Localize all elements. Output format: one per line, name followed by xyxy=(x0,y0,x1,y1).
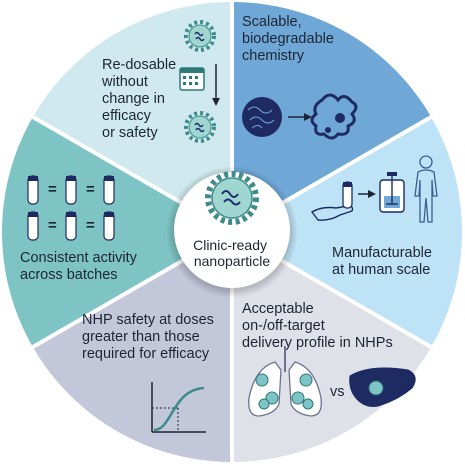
segment-redosable xyxy=(32,1,232,232)
tube-icon xyxy=(342,181,353,209)
equals-sign: = xyxy=(86,217,95,234)
bioreactor-icon xyxy=(379,172,405,213)
segment-manufacturable xyxy=(232,117,463,347)
label-safety: NHP safety at doses greater than those r… xyxy=(82,312,218,362)
segment-safety xyxy=(32,232,232,462)
polymer-icon xyxy=(242,93,358,140)
segment-chemistry xyxy=(232,1,432,232)
label-redosable: Re-dosable without change in efficacy or… xyxy=(101,57,180,141)
equals-sign: = xyxy=(48,217,57,234)
arrow-right-icon xyxy=(358,190,376,198)
hand-icon xyxy=(310,205,354,221)
label-consistency: Consistent activity across batches xyxy=(20,250,141,283)
tube-icon xyxy=(65,175,77,205)
tube-icon xyxy=(103,175,115,205)
tube-icon xyxy=(27,211,39,241)
nanoparticle-icon xyxy=(205,171,259,225)
versus-label: vs xyxy=(330,384,345,400)
nanoparticle-icon xyxy=(184,20,216,52)
label-chemistry: Scalable, biodegradable chemistry xyxy=(242,14,338,64)
dose-curve-icon xyxy=(151,382,206,433)
label-manufacturable: Manufacturable at human scale xyxy=(332,245,436,278)
tube-icon xyxy=(27,175,39,205)
equals-sign: = xyxy=(86,181,95,198)
center-circle xyxy=(174,172,290,288)
center-line: Clinic-ready xyxy=(193,237,267,253)
calendar-icon xyxy=(179,67,205,91)
lungs-icon xyxy=(248,346,322,417)
arrow-down-icon xyxy=(212,64,220,106)
center-title: Clinic-ready nanoparticle xyxy=(193,237,271,269)
tube-icon xyxy=(103,211,115,241)
label-delivery: Acceptable on-/off-target delivery profi… xyxy=(242,301,393,351)
liver-icon xyxy=(349,367,416,407)
tube-icon xyxy=(65,211,77,241)
center-line: nanoparticle xyxy=(194,253,270,269)
human-icon xyxy=(414,155,438,223)
tube-row-top: = = xyxy=(27,175,115,205)
nanoparticle-icon xyxy=(184,111,216,143)
equals-sign: = xyxy=(48,181,57,198)
segment-consistency xyxy=(1,117,232,347)
tube-row-bottom: = = xyxy=(27,211,115,241)
